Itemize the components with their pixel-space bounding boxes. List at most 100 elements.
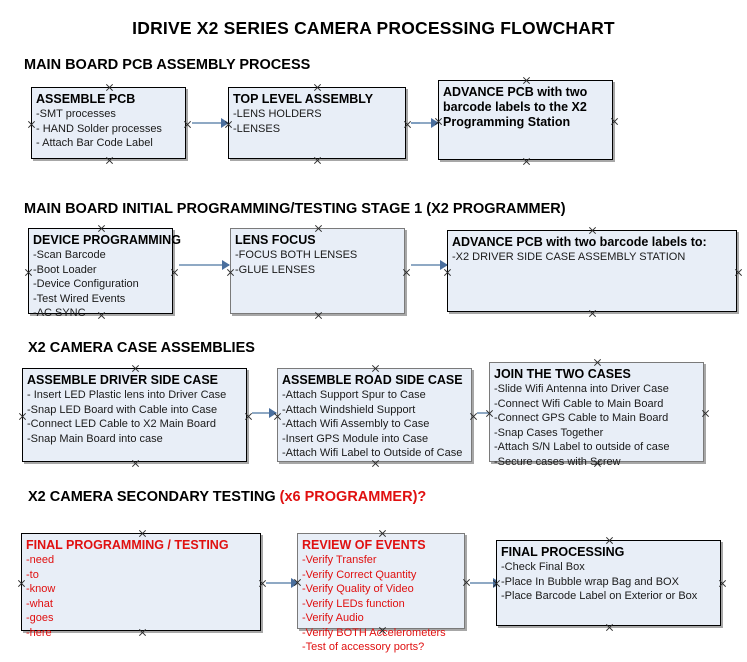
box-line: -Snap LED Board with Cable into Case bbox=[27, 403, 218, 416]
box-title: ASSEMBLE PCB bbox=[36, 92, 136, 106]
box-final-programming-testing[interactable]: FINAL PROGRAMMING / TESTING -need -to -k… bbox=[21, 533, 261, 639]
box-title: LENS FOCUS bbox=[235, 233, 316, 247]
box-line: -Connect GPS Cable to Main Board bbox=[494, 412, 669, 424]
box-line: -Attach Support Spur to Case bbox=[282, 389, 426, 401]
section-heading-secondary-testing: X2 CAMERA SECONDARY TESTING (x6 PROGRAMM… bbox=[28, 489, 426, 505]
box-content: JOIN THE TWO CASES -Slide Wifi Antenna i… bbox=[490, 363, 703, 471]
box-line: -Place In Bubble wrap Bag and BOX bbox=[501, 575, 679, 588]
box-assemble-road-side-case[interactable]: ASSEMBLE ROAD SIDE CASE -Attach Support … bbox=[277, 368, 472, 462]
box-title: ASSEMBLE ROAD SIDE CASE bbox=[282, 373, 463, 387]
box-line: -Attach S/N Label to outside of case bbox=[494, 441, 670, 453]
box-line: -Snap Cases Together bbox=[494, 426, 604, 439]
box-line: -need bbox=[26, 554, 55, 566]
box-title: FINAL PROGRAMMING / TESTING bbox=[26, 538, 229, 552]
box-title: FINAL PROCESSING bbox=[501, 545, 625, 559]
box-content: ADVANCE PCB with two barcode labels to: … bbox=[448, 231, 736, 267]
box-review-of-events[interactable]: REVIEW OF EVENTS -Verify Transfer -Verif… bbox=[297, 533, 465, 653]
box-content: ASSEMBLE DRIVER SIDE CASE - Insert LED P… bbox=[23, 369, 246, 448]
connector-handle-right[interactable] bbox=[734, 268, 743, 277]
connector-handle-bottom[interactable] bbox=[105, 156, 114, 165]
section-heading-initial-programming-testing: MAIN BOARD INITIAL PROGRAMMING/TESTING S… bbox=[24, 201, 566, 217]
box-line: -Scan Barcode bbox=[33, 249, 106, 261]
box-assemble-driver-side-case[interactable]: ASSEMBLE DRIVER SIDE CASE - Insert LED P… bbox=[22, 368, 247, 462]
box-line: -Verify Correct Quantity bbox=[302, 568, 417, 581]
box-line: -Boot Loader bbox=[33, 263, 97, 276]
box-title: JOIN THE TWO CASES bbox=[494, 367, 631, 381]
box-advance-pcb-to-programming-station[interactable]: ADVANCE PCB with two barcode labels to t… bbox=[438, 80, 613, 160]
box-line: -Place Barcode Label on Exterior or Box bbox=[501, 590, 698, 602]
box-line: -Verify BOTH Accelerometers bbox=[302, 626, 446, 639]
box-line: -LENSES bbox=[233, 122, 281, 135]
box-line-overflow: -Test of accessory ports? bbox=[302, 641, 425, 653]
box-line: -to bbox=[26, 568, 39, 581]
box-content: TOP LEVEL ASSEMBLY -LENS HOLDERS -LENSES bbox=[229, 88, 405, 138]
box-join-the-two-cases[interactable]: JOIN THE TWO CASES -Slide Wifi Antenna i… bbox=[489, 362, 704, 468]
arrow-top-level-to-advance-pcb-head bbox=[420, 118, 439, 128]
box-title: ASSEMBLE DRIVER SIDE CASE bbox=[27, 373, 219, 387]
section-heading-text: MAIN BOARD PCB ASSEMBLY PROCESS bbox=[24, 57, 311, 73]
connector-handle-bottom[interactable] bbox=[588, 309, 597, 318]
box-title: REVIEW OF EVENTS bbox=[302, 538, 426, 552]
box-assemble-pcb[interactable]: ASSEMBLE PCB -SMT processes - HAND Solde… bbox=[31, 87, 186, 159]
connector-handle-bottom[interactable] bbox=[313, 156, 322, 165]
box-line: -Slide Wifi Antenna into Driver Case bbox=[494, 383, 669, 395]
box-final-processing[interactable]: FINAL PROCESSING -Check Final Box -Place… bbox=[496, 540, 721, 626]
section-heading-note: (x6 PROGRAMMER)? bbox=[279, 489, 427, 505]
box-line: - Attach Bar Code Label bbox=[36, 137, 153, 149]
box-line: -Snap Main Board into case bbox=[27, 432, 163, 445]
box-line: -goes bbox=[26, 612, 54, 624]
section-heading-main-board-pcb-assembly: MAIN BOARD PCB ASSEMBLY PROCESS bbox=[24, 57, 310, 73]
arrow-lens-focus-to-advance-pcb bbox=[411, 260, 448, 270]
box-line: -Attach Wifi Label to Outside of Case bbox=[282, 447, 463, 459]
arrow-driver-case-to-road-case bbox=[252, 408, 277, 418]
box-line: -Connect LED Cable to X2 Main Board bbox=[27, 418, 216, 430]
box-content: REVIEW OF EVENTS -Verify Transfer -Verif… bbox=[298, 534, 464, 657]
connector-handle-bottom[interactable] bbox=[314, 311, 323, 320]
box-title: TOP LEVEL ASSEMBLY bbox=[233, 92, 374, 106]
box-content: ASSEMBLE ROAD SIDE CASE -Attach Support … bbox=[278, 369, 471, 463]
section-heading-text: X2 CAMERA CASE ASSEMBLIES bbox=[28, 340, 255, 356]
box-line: -Insert GPS Module into Case bbox=[282, 432, 429, 445]
box-line: -FOCUS BOTH LENSES bbox=[235, 249, 358, 261]
box-line: -Connect Wifi Cable to Main Board bbox=[494, 397, 664, 410]
box-line: -here bbox=[26, 626, 52, 639]
page-title: IDRIVE X2 SERIES CAMERA PROCESSING FLOWC… bbox=[132, 18, 615, 38]
box-title: DEVICE PROGRAMMING bbox=[33, 233, 181, 247]
box-title: ADVANCE PCB with two barcode labels to: bbox=[452, 235, 707, 249]
box-line: - HAND Solder processes bbox=[36, 122, 162, 135]
box-content: ASSEMBLE PCB -SMT processes - HAND Solde… bbox=[32, 88, 185, 153]
box-device-programming[interactable]: DEVICE PROGRAMMING -Scan Barcode -Boot L… bbox=[28, 228, 181, 319]
section-heading-text: MAIN BOARD INITIAL PROGRAMMING/TESTING S… bbox=[24, 201, 566, 217]
box-content: LENS FOCUS -FOCUS BOTH LENSES -GLUE LENS… bbox=[231, 229, 404, 279]
box-line: -what bbox=[26, 597, 53, 610]
box-line: -Verify LEDs function bbox=[302, 597, 405, 610]
box-line: -AC SYNC bbox=[33, 307, 86, 319]
box-line: -Test Wired Events bbox=[33, 292, 126, 305]
box-line: -LENS HOLDERS bbox=[233, 108, 322, 120]
box-content: FINAL PROGRAMMING / TESTING -need -to -k… bbox=[22, 534, 260, 642]
box-line: -Verify Quality of Video bbox=[302, 583, 414, 595]
box-line: -Check Final Box bbox=[501, 561, 585, 573]
box-line: -GLUE LENSES bbox=[235, 263, 316, 276]
box-top-level-assembly[interactable]: TOP LEVEL ASSEMBLY -LENS HOLDERS -LENSES bbox=[228, 87, 406, 159]
box-title: ADVANCE PCB with two barcode labels to t… bbox=[443, 85, 588, 129]
box-line: -know bbox=[26, 583, 56, 595]
box-line: -Verify Audio bbox=[302, 612, 364, 624]
arrow-device-programming-to-lens-focus bbox=[179, 260, 230, 270]
section-heading-text: X2 CAMERA SECONDARY TESTING bbox=[28, 489, 280, 505]
arrow-assemble-pcb-to-top-level bbox=[192, 118, 229, 128]
box-line: -Verify Transfer bbox=[302, 554, 377, 566]
box-advance-pcb-to-driver-side-case[interactable]: ADVANCE PCB with two barcode labels to: … bbox=[447, 230, 737, 312]
box-line: - Insert LED Plastic lens into Driver Ca… bbox=[27, 389, 227, 401]
box-line: -Attach Wifi Assembly to Case bbox=[282, 418, 430, 430]
connector-handle-bottom[interactable] bbox=[131, 459, 140, 468]
connector-handle-bottom[interactable] bbox=[605, 623, 614, 632]
box-lens-focus[interactable]: LENS FOCUS -FOCUS BOTH LENSES -GLUE LENS… bbox=[230, 228, 405, 314]
box-line: -Attach Windshield Support bbox=[282, 403, 416, 416]
box-content: FINAL PROCESSING -Check Final Box -Place… bbox=[497, 541, 720, 606]
connector-handle-bottom[interactable] bbox=[522, 157, 531, 166]
box-line: -Device Configuration bbox=[33, 278, 139, 290]
box-content: ADVANCE PCB with two barcode labels to t… bbox=[439, 81, 612, 132]
box-line: -X2 DRIVER SIDE CASE ASSEMBLY STATION bbox=[452, 251, 686, 263]
